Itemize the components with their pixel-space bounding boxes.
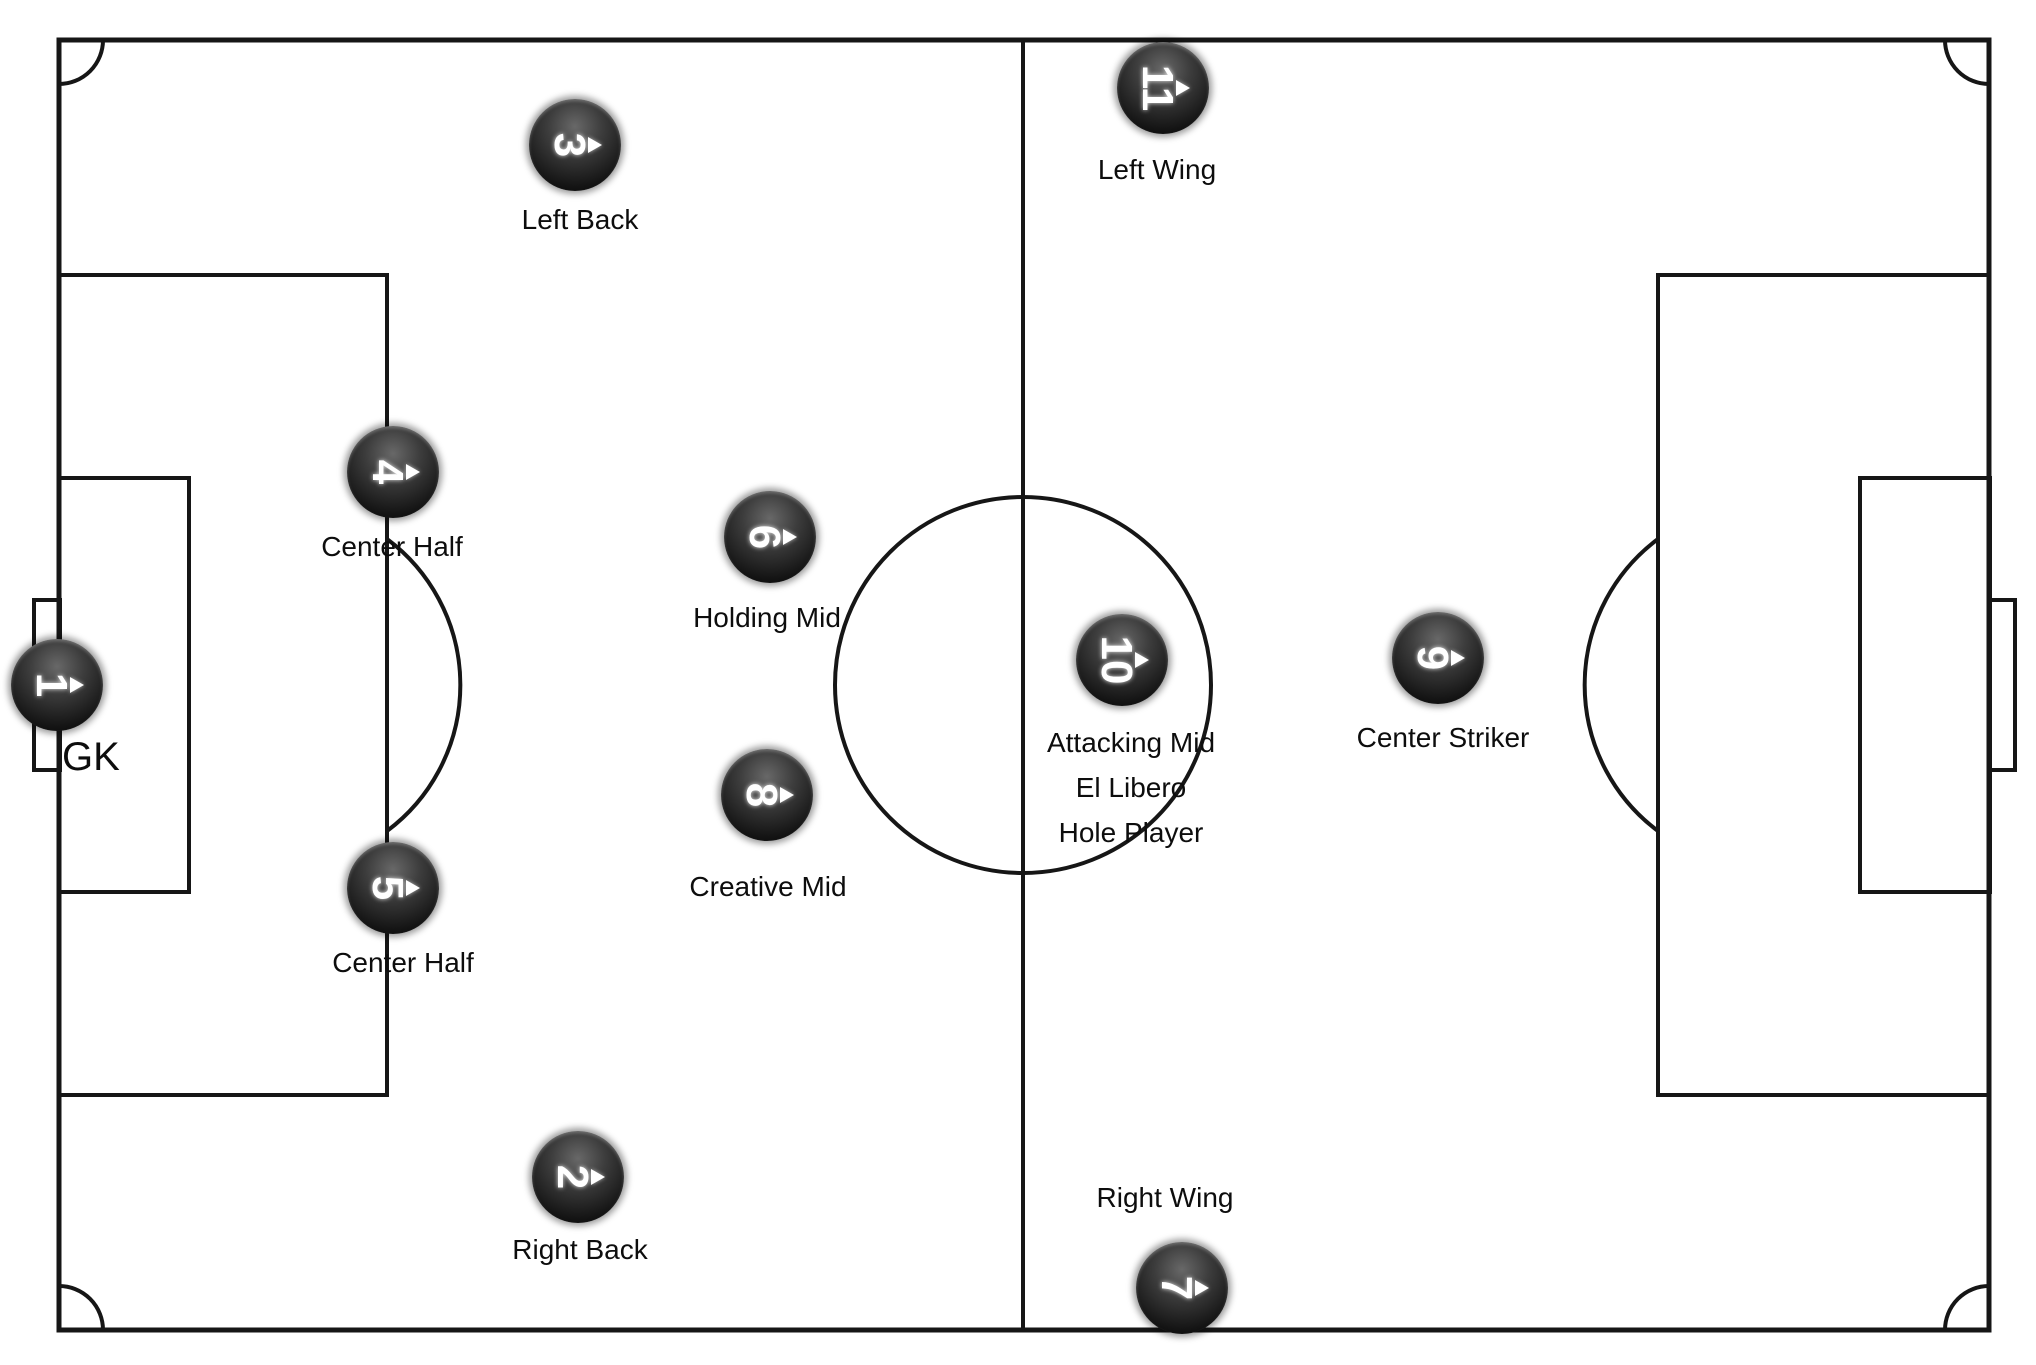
corner-arc-bottom-left — [58, 1284, 105, 1331]
play-arrow-icon — [780, 787, 794, 803]
corner-arc-top-left — [58, 39, 105, 86]
play-arrow-icon — [1176, 80, 1190, 96]
player-label-line: Center Striker — [1356, 722, 1530, 753]
player-label-line: Holding Mid — [693, 602, 841, 633]
player-label-line: Center Half — [332, 947, 474, 978]
corner-arc-top-right — [1943, 39, 1990, 86]
play-arrow-icon — [588, 137, 602, 153]
player-ball-11[interactable]: 11 — [1117, 42, 1209, 134]
player-label-line: Hole Player — [1058, 817, 1204, 848]
player-number: 1 — [27, 672, 76, 698]
play-arrow-icon — [1135, 652, 1149, 668]
penalty-arc-right — [1582, 537, 1660, 833]
player-number: 8 — [737, 782, 786, 808]
play-arrow-icon — [70, 677, 84, 693]
player-number: 7 — [1152, 1275, 1201, 1301]
play-arrow-icon — [783, 529, 797, 545]
player-ball-9[interactable]: 9 — [1392, 612, 1484, 704]
player-label-4: Center Half — [321, 530, 463, 564]
play-arrow-icon — [1451, 650, 1465, 666]
player-label-line: Center Half — [321, 531, 463, 562]
goal-area-right — [1858, 476, 1992, 894]
player-ball-4[interactable]: 4 — [347, 426, 439, 518]
play-arrow-icon — [406, 464, 420, 480]
play-arrow-icon — [1195, 1280, 1209, 1296]
player-label-line: Attacking Mid — [1046, 727, 1216, 758]
player-number: 2 — [548, 1164, 597, 1190]
center-circle — [833, 495, 1213, 875]
player-number: 3 — [545, 132, 594, 158]
player-label-7: Right Wing — [1097, 1181, 1234, 1215]
player-label-3: Left Back — [522, 203, 639, 237]
player-label-2: Right Back — [512, 1233, 647, 1267]
player-ball-7[interactable]: 7 — [1136, 1242, 1228, 1334]
player-label-9: Center Striker — [1357, 721, 1530, 755]
player-label-line: Right Back — [512, 1234, 648, 1265]
player-ball-10[interactable]: 10 — [1076, 614, 1168, 706]
player-label-line: Left Wing — [1097, 154, 1217, 185]
player-label-11: Left Wing — [1098, 153, 1216, 187]
play-arrow-icon — [591, 1169, 605, 1185]
player-label-line: GK — [62, 735, 120, 779]
player-ball-1[interactable]: 1 — [11, 639, 103, 731]
player-number: 6 — [740, 524, 789, 550]
penalty-arc-left — [385, 537, 463, 833]
player-ball-6[interactable]: 6 — [724, 491, 816, 583]
player-ball-5[interactable]: 5 — [347, 842, 439, 934]
player-label-6: Holding Mid — [693, 601, 841, 635]
player-number: 11 — [1133, 64, 1182, 112]
player-label-line: Left Back — [521, 204, 639, 235]
player-number: 9 — [1408, 645, 1457, 671]
player-label-1: GK — [62, 733, 120, 781]
player-label-line: Creative Mid — [689, 871, 847, 902]
penalty-area-right — [1656, 273, 1991, 1097]
corner-arc-bottom-right — [1943, 1284, 1990, 1331]
play-arrow-icon — [406, 880, 420, 896]
player-number: 10 — [1092, 635, 1141, 685]
player-ball-8[interactable]: 8 — [721, 749, 813, 841]
player-label-line: Right Wing — [1096, 1182, 1234, 1213]
player-label-8: Creative Mid — [689, 870, 846, 904]
player-label-line: El Libero — [1075, 772, 1187, 803]
player-number: 4 — [363, 459, 412, 485]
player-ball-2[interactable]: 2 — [532, 1131, 624, 1223]
player-number: 5 — [363, 875, 412, 901]
goal-right — [1987, 598, 2017, 772]
player-label-5: Center Half — [332, 946, 474, 980]
player-ball-3[interactable]: 3 — [529, 99, 621, 191]
